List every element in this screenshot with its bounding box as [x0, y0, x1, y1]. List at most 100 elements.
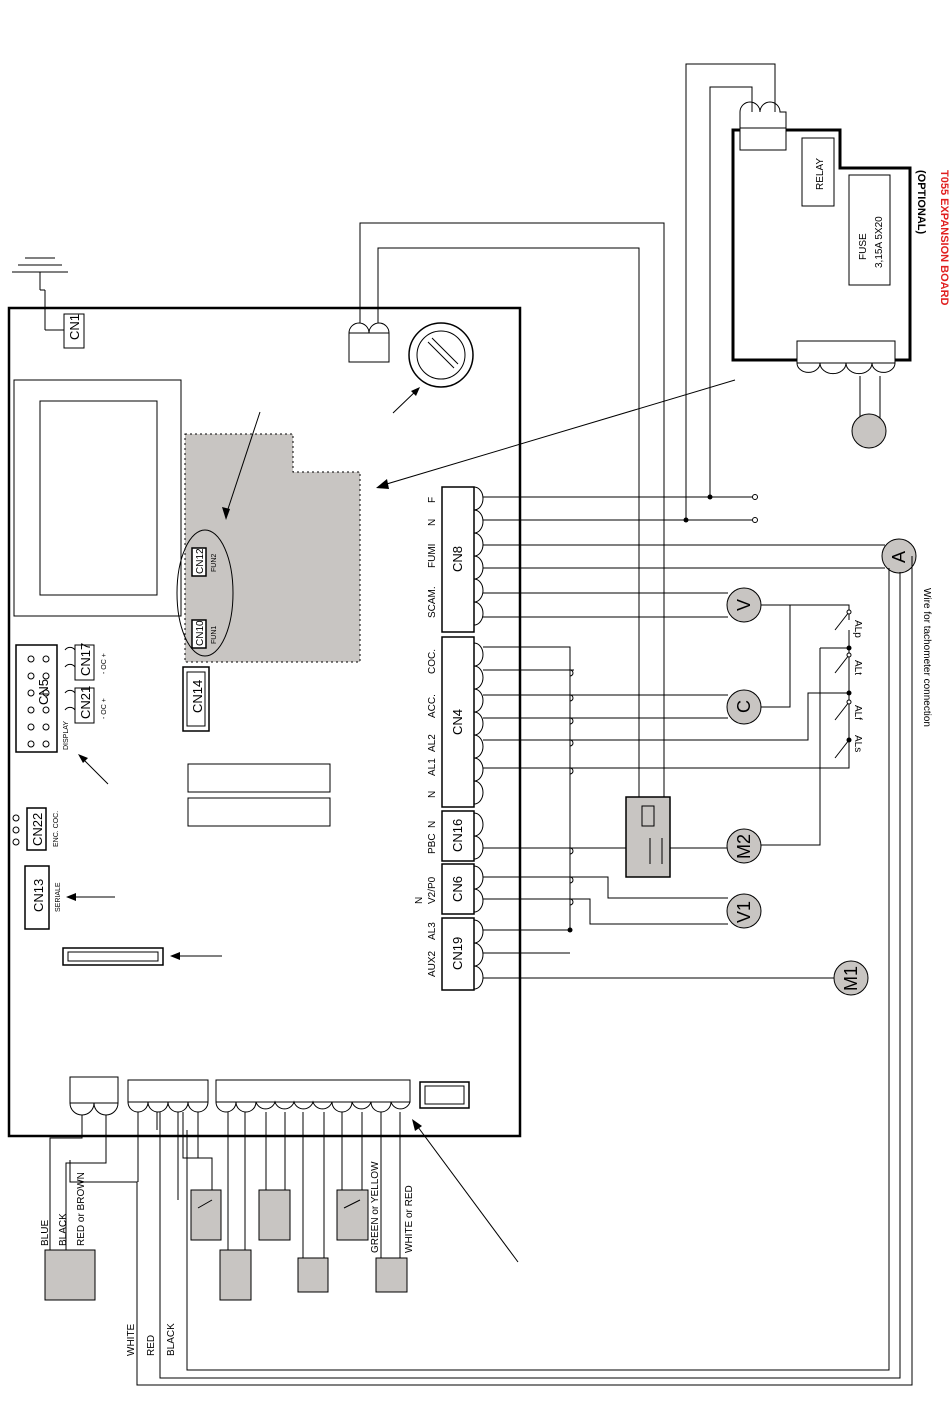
cn13-label: CN13 [31, 879, 46, 912]
alarm-label-alf: ALf [852, 705, 863, 720]
bottom-connector-power [49, 1076, 119, 1280]
terminal-label-scam: SCAM. [427, 586, 438, 618]
board-component-1 [187, 763, 331, 793]
flat-connector [62, 947, 222, 966]
v1-label: V1 [734, 901, 754, 923]
terminal-label-al1: AL1 [427, 758, 438, 776]
terminal-label-n4: N [414, 897, 425, 904]
alarm-label-alt: ALt [852, 660, 863, 675]
terminal-label-fumi: FUMI [427, 544, 438, 568]
motor-a: A [881, 538, 917, 574]
cn4-label: CN4 [450, 709, 465, 735]
alarm-label-alp: ALp [852, 620, 863, 638]
label-white: WHITE [126, 1323, 137, 1356]
terminal-block-cn8: CN8 [441, 486, 484, 633]
cn5-label: CN5 [36, 679, 51, 705]
device-power-block [44, 1249, 96, 1301]
display-screen [39, 400, 158, 596]
display-frame [13, 379, 182, 617]
connector-cn10: CN10 FUN1 [191, 619, 218, 649]
label-white-red: WHITE or RED [404, 1185, 415, 1253]
enc-coc-label: ENC. COC. [53, 811, 60, 847]
m2-label: M2 [734, 834, 754, 859]
label-red-brown: RED or BROWN [76, 1172, 87, 1246]
terminal-label-aux2: AUX2 [427, 950, 438, 977]
label-red: RED [146, 1335, 157, 1356]
a-label: A [889, 551, 909, 563]
v-label: V [734, 599, 754, 611]
oc-label-2: - OC + [101, 698, 108, 719]
terminal-label-n3: N [427, 821, 438, 828]
motor-m2: M2 [726, 828, 762, 864]
arrow-line-fun [225, 411, 261, 516]
terminal-block-cn16: CN16 [441, 810, 484, 862]
fuse-holder [392, 322, 474, 414]
terminal-label-n2: N [427, 791, 438, 798]
relay-module [625, 796, 671, 878]
seriale-label: SERIALE [55, 882, 62, 912]
terminal-label-al2: AL2 [427, 734, 438, 752]
display-label: DISPLAY [63, 721, 70, 750]
label-green-yellow: GREEN or YELLOW [370, 1161, 381, 1253]
connector-cn5: CN5 DISPLAY [15, 644, 70, 753]
terminal-block-cn6: CN6 [441, 863, 484, 915]
c-label: C [734, 700, 754, 713]
arrow-head-bottom [412, 1119, 422, 1131]
tacho-note: Wire for tachometer connection [921, 588, 932, 727]
terminal-label-coc: COC. [427, 649, 438, 674]
label-black-2: BLACK [166, 1323, 177, 1356]
motor-m1: M1 [833, 960, 869, 996]
alarm-switches: ALp ALt ALf ALs [834, 609, 863, 759]
device-block-1 [219, 1249, 252, 1301]
arrow-line-bottom [414, 1122, 519, 1263]
device-block-2 [258, 1189, 291, 1241]
terminal-block-cn19: CN19 [441, 917, 484, 991]
terminal-block-cn4: CN4 [441, 636, 484, 808]
bottom-labels: BLUE BLACK RED or BROWN GREEN or YELLOW … [40, 1161, 415, 1356]
expansion-slot-area [184, 433, 361, 663]
switch-1 [190, 1189, 222, 1241]
main-board [7, 306, 522, 1138]
arrow-head-fun [222, 507, 230, 520]
cn16-label: CN16 [450, 819, 465, 852]
connector-cn22: CN22 ENC. COC. [12, 807, 60, 851]
arrow-head-expansion [376, 479, 389, 489]
fun-connectors-group [176, 529, 234, 657]
board-component-2 [187, 797, 331, 827]
connector-cn12: CN12 FUN2 [191, 547, 218, 577]
arrow-line-expansion [379, 379, 736, 487]
alarm-label-als: ALs [852, 735, 863, 752]
cn12-label: CN12 [195, 548, 206, 574]
cn21-label: CN21 [78, 686, 93, 719]
valve-v1: V1 [726, 893, 762, 929]
wires [359, 63, 885, 979]
coc-wire-bumps [569, 669, 574, 906]
connector-cn13: CN13 SERIALE [24, 865, 115, 930]
device-block-4 [375, 1257, 408, 1293]
ground-symbol [12, 257, 68, 331]
expansion-title: T055 EXPANSION BOARD [938, 170, 950, 306]
arrow-head-display [78, 754, 88, 763]
power-connector-top [348, 322, 390, 363]
cn19-label: CN19 [450, 937, 465, 970]
connector-cn17: CN17 - OC + [64, 643, 108, 681]
device-block-3 [297, 1257, 329, 1293]
cn6-label: CN6 [450, 876, 465, 902]
cn22-label: CN22 [30, 813, 45, 846]
bottom-connector-4pin [127, 1079, 213, 1200]
terminal-label-acc: ACC. [427, 694, 438, 718]
relay-label: RELAY [815, 158, 826, 190]
connector-cn21: CN21 - OC + [64, 686, 108, 724]
terminal-label-al3: AL3 [427, 922, 438, 940]
tacho-wires: Wire for tachometer connection [69, 556, 932, 1386]
fuse-label: FUSE [858, 233, 869, 260]
m1-label: M1 [841, 966, 861, 991]
terminal-label-pbc: PBC [427, 833, 438, 854]
expansion-board: RELAY FUSE 3,15A 5X20 T055 EXPANSION BOA… [731, 101, 950, 449]
cn14-label: CN14 [190, 680, 205, 713]
switch-2 [336, 1189, 369, 1241]
terminal-label-n1: N [427, 519, 438, 526]
terminal-label-f: F [427, 497, 438, 503]
component-v: V [726, 587, 762, 623]
